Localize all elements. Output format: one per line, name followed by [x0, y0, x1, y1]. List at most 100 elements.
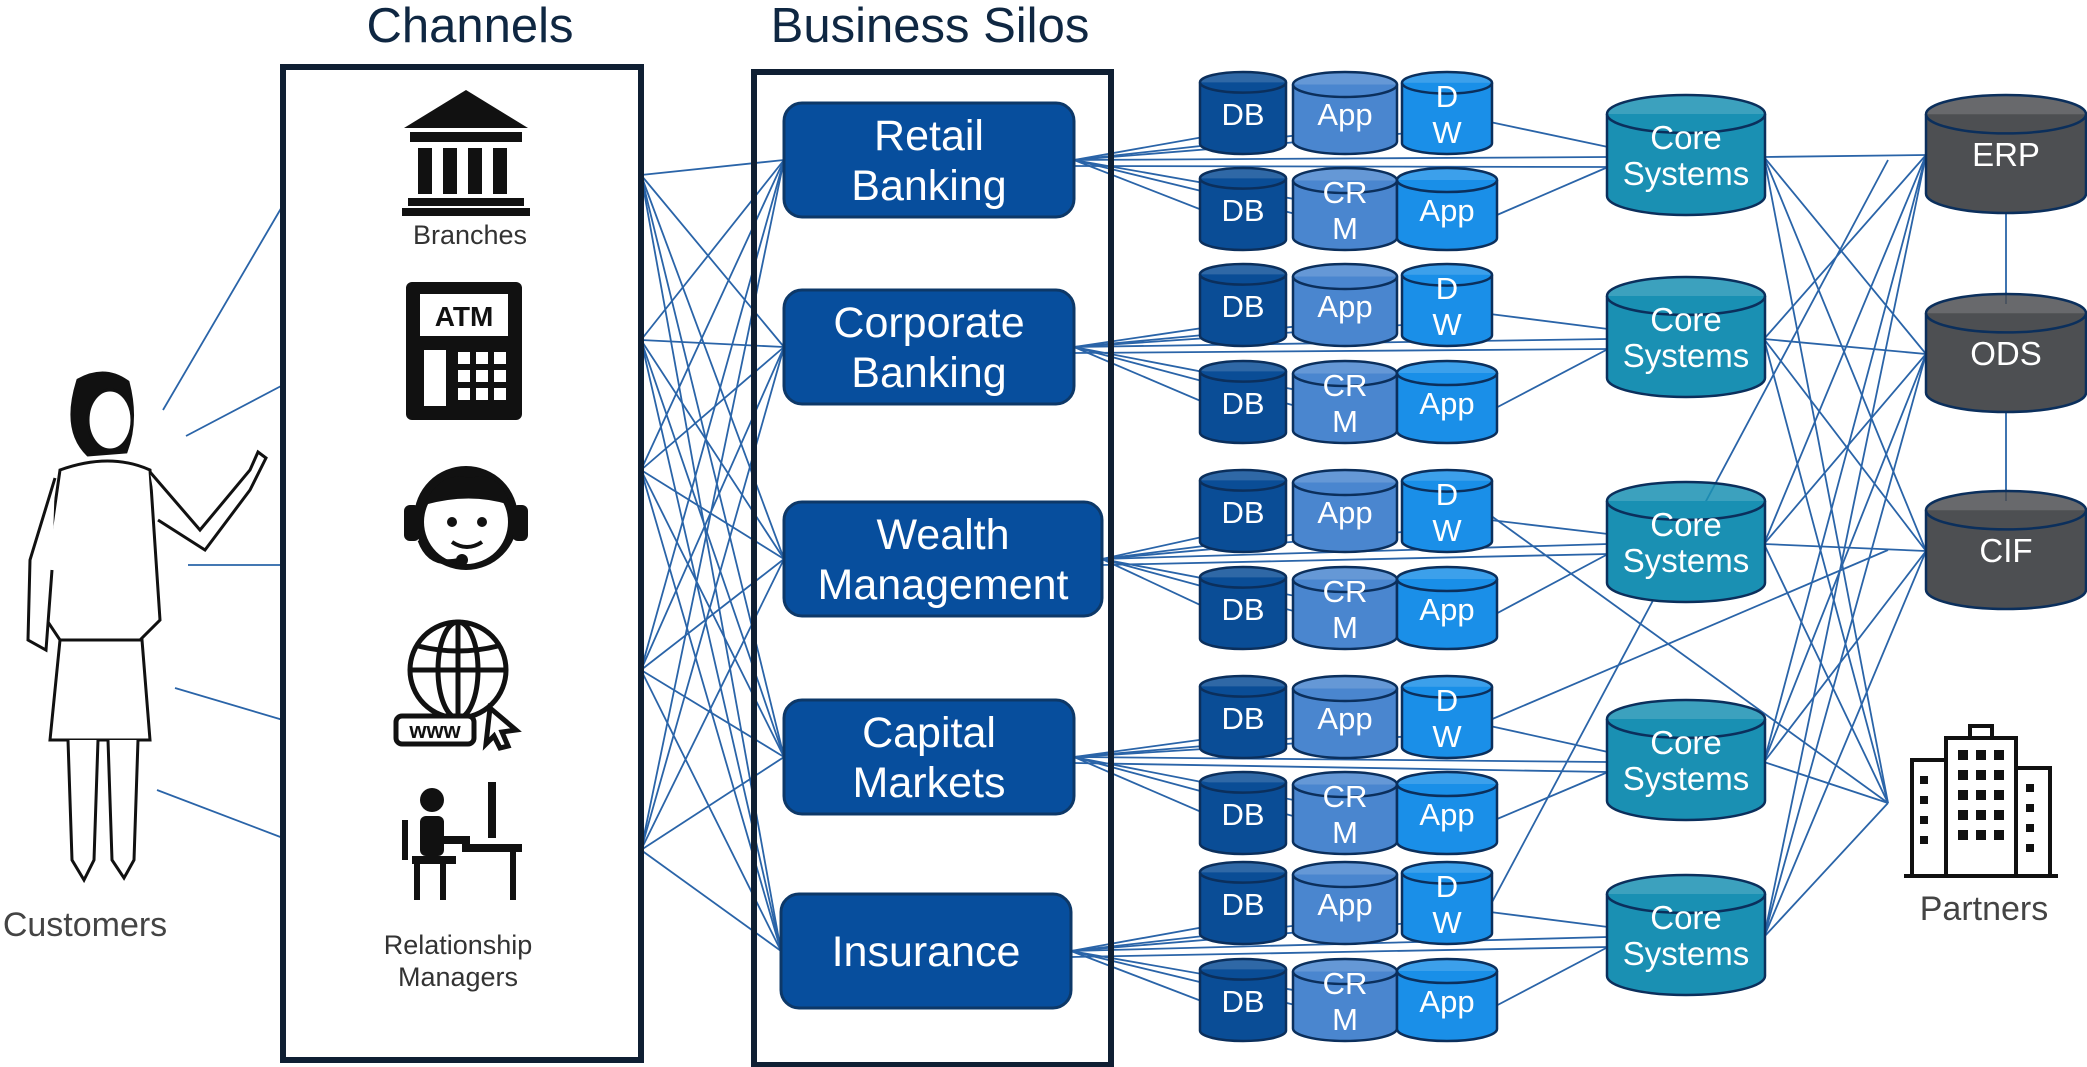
crm-cylinder-label: M	[1332, 815, 1358, 850]
app-cylinder: App	[1291, 70, 1399, 156]
app-cylinder-label: App	[1317, 887, 1372, 922]
crm-cylinder: CRM	[1291, 166, 1399, 252]
customer-channel-link	[174, 687, 284, 721]
ods-cylinder-label: ODS	[1970, 335, 2042, 372]
crm-cylinder-label: M	[1332, 610, 1358, 645]
dw-cylinder-label: W	[1432, 307, 1462, 342]
crm-cylinder-label: CR	[1323, 368, 1368, 403]
system-core-link	[1489, 519, 1609, 535]
silo-label: Management	[818, 561, 1069, 609]
erp-cylinder-label: ERP	[1972, 136, 2040, 173]
channel-silo-link	[640, 159, 785, 851]
core-enterprise-link	[1763, 154, 1927, 340]
silo-core-link	[1073, 165, 1609, 168]
dw-cylinder-label: W	[1432, 905, 1462, 940]
core-systems-cylinder-label: Systems	[1623, 935, 1750, 972]
dw-cylinder: DW	[1400, 860, 1494, 946]
customer-figure	[26, 371, 268, 884]
channel-silo-link	[640, 339, 782, 952]
partners-label: Partners	[1920, 890, 2049, 928]
crm-cylinder: CRM	[1291, 359, 1399, 445]
app-cylinder: App	[1291, 262, 1399, 348]
core-partner-link	[1763, 761, 1889, 804]
app-cylinder: App	[1291, 860, 1399, 946]
system-core-link	[1489, 725, 1609, 753]
channel-silo-link	[640, 756, 785, 851]
channel-silo-link	[640, 174, 785, 348]
dw-cylinder-label: D	[1436, 477, 1458, 512]
silo-label: Retail	[874, 112, 984, 160]
db-cylinder: DB	[1198, 166, 1288, 252]
silo-box[interactable]: Insurance	[779, 892, 1073, 1010]
cif-cylinder: CIF	[1924, 489, 2087, 611]
app-cylinder: App	[1395, 166, 1499, 252]
app-cylinder: App	[1395, 770, 1499, 856]
relationship-managers-label-line1: Relationship	[384, 930, 533, 960]
channel-silo-link	[640, 469, 782, 952]
core-systems-cylinder-label: Core	[1650, 301, 1722, 338]
dw-cylinder: DW	[1400, 674, 1494, 760]
channel-silo-link	[640, 558, 785, 851]
core-enterprise-link	[1763, 550, 1927, 938]
app-cylinder-label: App	[1317, 701, 1372, 736]
channel-silo-link	[640, 339, 785, 348]
channel-silo-link	[640, 174, 782, 952]
customer-channel-link	[156, 789, 284, 839]
core-enterprise-link	[1763, 154, 1927, 158]
db-cylinder-label: DB	[1221, 495, 1264, 530]
db-cylinder-label: DB	[1221, 592, 1264, 627]
app-cylinder-label: App	[1419, 386, 1474, 421]
silo-core-link	[1073, 756, 1609, 763]
silo-core-link	[1070, 946, 1609, 958]
business-silos-heading: Business Silos	[771, 0, 1090, 53]
app-cylinder: App	[1395, 359, 1499, 445]
core-enterprise-link	[1763, 338, 1927, 552]
system-core-link	[1489, 121, 1609, 148]
crm-cylinder: CRM	[1291, 565, 1399, 651]
silo-core-link	[1073, 348, 1609, 354]
person-at-desk-icon	[402, 782, 522, 900]
crm-cylinder-label: CR	[1323, 966, 1368, 1001]
silo-core-link	[1073, 762, 1609, 773]
app-cylinder: App	[1291, 468, 1399, 554]
cif-cylinder-label: CIF	[1979, 532, 2032, 569]
customer-channel-link	[185, 384, 284, 437]
core-partner-link	[1763, 543, 1889, 804]
call-center-agent-icon	[404, 466, 528, 570]
channels-frame	[280, 64, 644, 1063]
silo-core-link	[1073, 156, 1609, 161]
crm-cylinder-label: CR	[1323, 574, 1368, 609]
core-systems-cylinder-label: Core	[1650, 724, 1722, 761]
db-cylinder: DB	[1198, 860, 1288, 946]
app-cylinder-label: App	[1317, 289, 1372, 324]
db-cylinder: DB	[1198, 957, 1288, 1043]
app-cylinder-label: App	[1419, 592, 1474, 627]
silo-label: Markets	[853, 759, 1006, 807]
channel-silo-link	[640, 159, 785, 471]
erp-cylinder: ERP	[1924, 93, 2087, 215]
crm-cylinder-label: M	[1332, 211, 1358, 246]
core-enterprise-link	[1763, 353, 1927, 545]
core-enterprise-link	[1763, 154, 1927, 938]
channels-heading: Channels	[366, 0, 573, 53]
channel-silo-link	[640, 174, 785, 758]
db-cylinder-label: DB	[1221, 97, 1264, 132]
dw-cylinder-label: W	[1432, 115, 1462, 150]
core-enterprise-link	[1763, 154, 1927, 545]
crm-cylinder-label: M	[1332, 404, 1358, 439]
svg-text:ATM: ATM	[435, 301, 494, 332]
core-systems-cylinder-label: Core	[1650, 899, 1722, 936]
app-cylinder-label: App	[1419, 193, 1474, 228]
dw-cylinder-label: D	[1436, 869, 1458, 904]
core-enterprise-link	[1763, 353, 1927, 763]
system-core-link	[1489, 166, 1609, 219]
db-cylinder-label: DB	[1221, 887, 1264, 922]
dw-cylinder-label: D	[1436, 683, 1458, 718]
db-cylinder: DB	[1198, 674, 1288, 760]
